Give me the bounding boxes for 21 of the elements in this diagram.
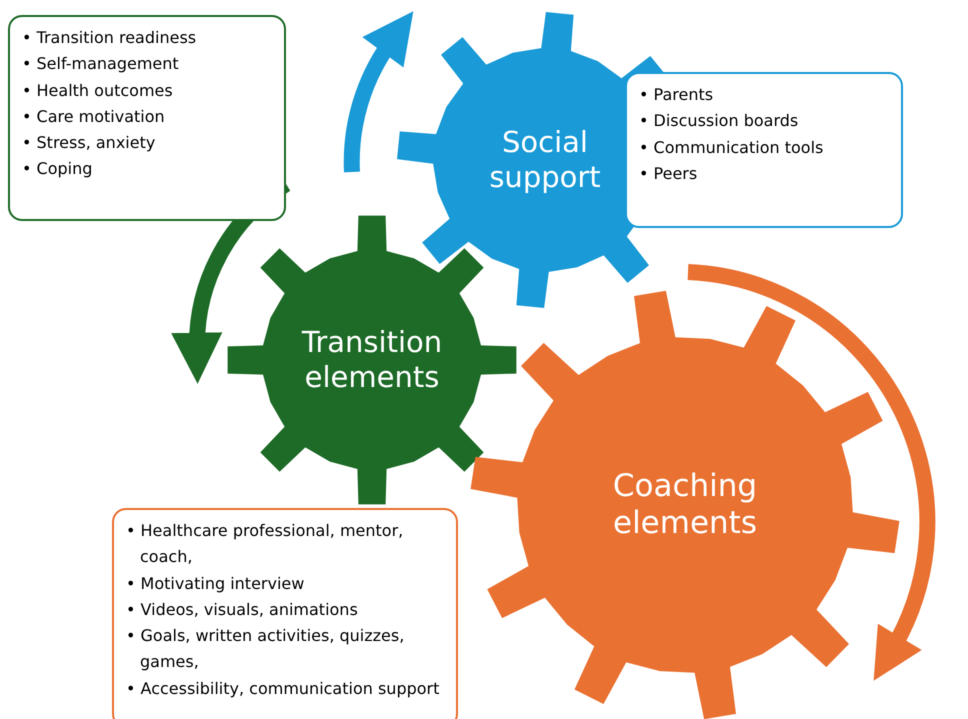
- list-item: • Communication tools: [639, 136, 824, 159]
- list-item: • Self-management: [22, 53, 180, 76]
- list-item: • Parents: [639, 84, 714, 106]
- list-box: [112, 508, 458, 719]
- list-item: • Coping: [22, 158, 94, 180]
- gear-label: Transition elements: [300, 325, 444, 395]
- list-item: • Stress, anxiety: [22, 132, 156, 154]
- list-item: • Health outcomes: [22, 80, 174, 102]
- gear-label: Social support: [488, 125, 602, 195]
- list-item: • Motivating interview: [126, 572, 306, 595]
- list-item: • Transition readiness: [22, 27, 198, 49]
- list-item: • Peers: [639, 162, 698, 185]
- list-box: [625, 72, 903, 228]
- gear-label: Coaching elements: [612, 468, 758, 542]
- list-item: • Goals, written activities, quizzes, games,: [126, 625, 406, 674]
- list-item: • Care motivation: [22, 106, 166, 128]
- list-box: [8, 15, 286, 221]
- list-item: • Healthcare professional, mentor, coach,: [126, 520, 404, 568]
- list-item: • Discussion boards: [639, 110, 800, 132]
- list-item: • Accessibility, communication support: [126, 678, 440, 700]
- list-item: • Videos, visuals, animations: [126, 598, 359, 621]
